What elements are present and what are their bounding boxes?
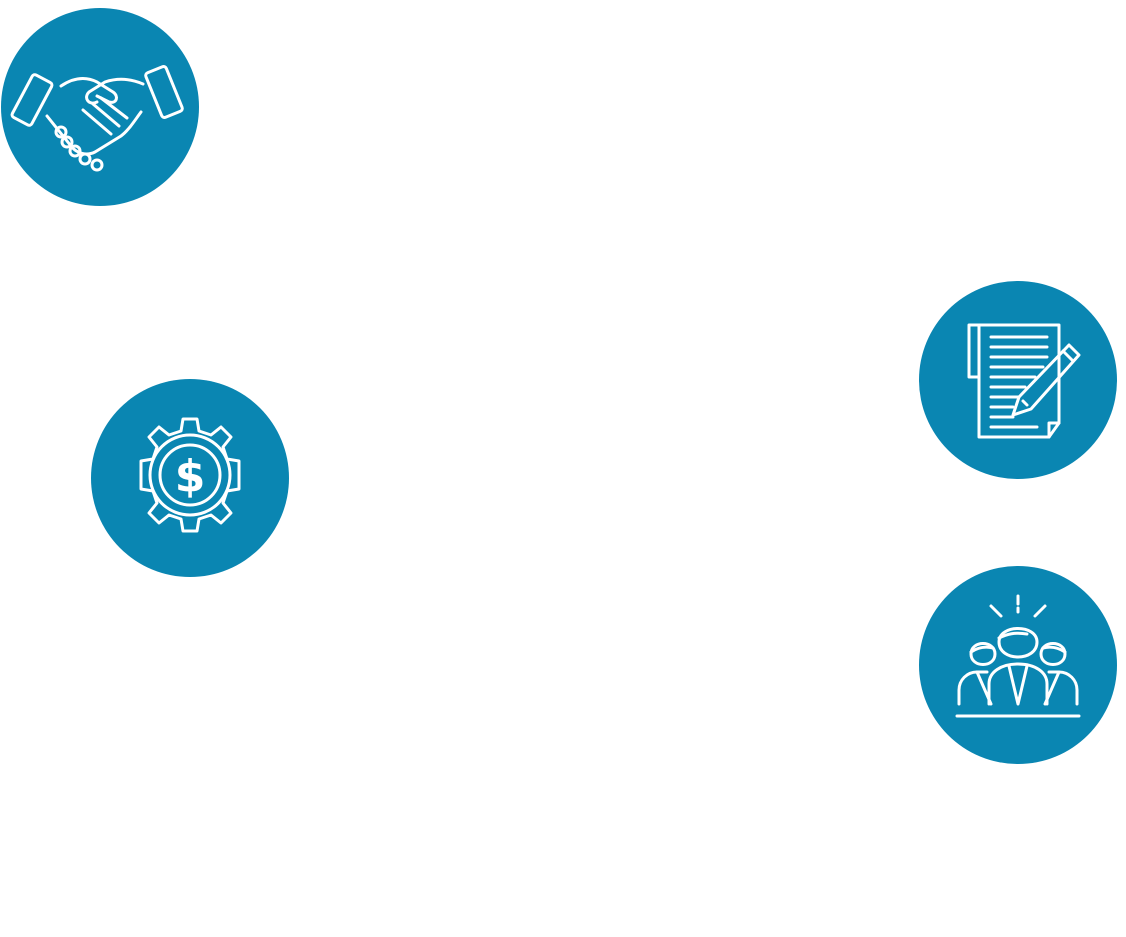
document-pencil-icon bbox=[967, 323, 1081, 439]
handshake-icon bbox=[10, 65, 184, 172]
money-gear-icon: $ bbox=[139, 417, 241, 533]
team-badge bbox=[919, 566, 1117, 764]
document-badge bbox=[919, 281, 1117, 479]
money-badge: $ bbox=[91, 379, 289, 577]
dollar-glyph: $ bbox=[175, 451, 206, 502]
handshake-badge bbox=[1, 8, 199, 206]
team-icon bbox=[955, 594, 1081, 718]
